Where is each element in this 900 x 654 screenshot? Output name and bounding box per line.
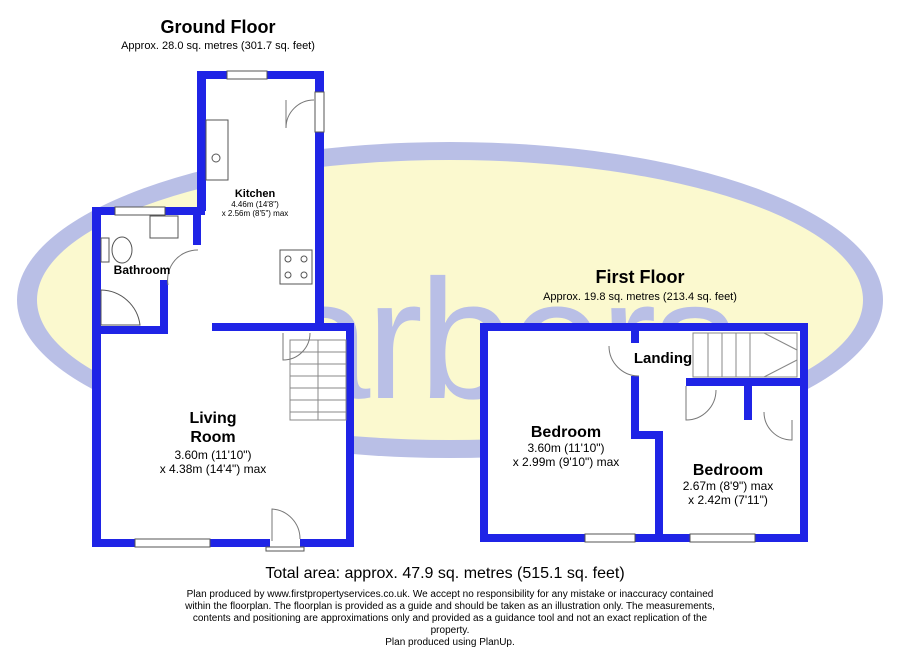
stair-door-swing bbox=[282, 332, 311, 361]
bedroom1-dim2: x 2.99m (9'10") max bbox=[513, 455, 620, 469]
kitchen-counter bbox=[205, 119, 229, 181]
disclaimer-line-2: within the floorplan. The floorplan is p… bbox=[184, 601, 715, 612]
living-room-dim2: x 4.38m (14'4") max bbox=[160, 462, 267, 476]
ground-floor-area: Approx. 28.0 sq. metres (301.7 sq. feet) bbox=[121, 40, 315, 52]
living-room-dim1: 3.60m (11'10") bbox=[174, 448, 251, 462]
bedroom2-dim1: 2.67m (8'9") max bbox=[683, 479, 774, 493]
front-door-swing bbox=[271, 508, 301, 541]
first-floor-walls bbox=[480, 323, 808, 542]
bedroom1-dim1: 3.60m (11'10") bbox=[527, 441, 604, 455]
living-room-label-2: Room bbox=[190, 429, 235, 446]
disclaimer-line-1: Plan produced by www.firstpropertyservic… bbox=[187, 589, 714, 600]
living-room-window bbox=[134, 538, 211, 548]
kitchen-door-swing bbox=[285, 99, 315, 129]
disclaimer-line-3: contents and positioning are approximati… bbox=[193, 613, 708, 624]
bedroom1-label: Bedroom bbox=[531, 424, 601, 441]
bathroom-door-swing bbox=[167, 249, 199, 286]
shower-icon bbox=[100, 289, 141, 326]
kitchen-side-window bbox=[314, 91, 325, 133]
bathroom-label: Bathroom bbox=[114, 263, 171, 277]
front-door-gap bbox=[270, 539, 300, 547]
disclaimer-line-4: property. bbox=[431, 625, 470, 636]
ground-floor-title: Ground Floor bbox=[161, 17, 276, 37]
bedroom2-label: Bedroom bbox=[693, 462, 763, 479]
living-room-label-1: Living bbox=[189, 410, 236, 427]
kitchen-dim1: 4.46m (14'8") bbox=[231, 200, 279, 209]
bedroom2-door-swing bbox=[685, 386, 717, 421]
first-floor-title: First Floor bbox=[596, 267, 685, 287]
first-stairs bbox=[692, 332, 798, 378]
kitchen-label: Kitchen bbox=[235, 188, 276, 200]
bedroom2-dim2: x 2.42m (7'11") bbox=[688, 493, 768, 507]
bedroom1-window bbox=[584, 533, 636, 543]
landing-label: Landing bbox=[634, 350, 692, 367]
bathroom-window bbox=[114, 206, 166, 216]
bedroom2-window bbox=[689, 533, 756, 543]
kitchen-window bbox=[226, 70, 268, 80]
toilet-icon bbox=[111, 236, 133, 264]
ground-floor: Ground Floor Approx. 28.0 sq. metres (30… bbox=[92, 17, 354, 552]
total-area: Total area: approx. 47.9 sq. metres (515… bbox=[265, 565, 624, 582]
disclaimer-line-5: Plan produced using PlanUp. bbox=[385, 637, 515, 648]
kitchen-dim2: x 2.56m (8'5") max bbox=[222, 209, 289, 218]
kitchen-sink-icon bbox=[211, 153, 221, 163]
cupboard-door-swing bbox=[763, 411, 793, 441]
first-floor-area: Approx. 19.8 sq. metres (213.4 sq. feet) bbox=[543, 291, 737, 303]
hob-icon bbox=[279, 249, 313, 285]
ground-stairs bbox=[289, 339, 347, 421]
bedroom1-door-swing bbox=[608, 345, 640, 377]
front-step bbox=[265, 546, 305, 552]
first-floor: First Floor Approx. 19.8 sq. metres (213… bbox=[480, 267, 808, 543]
basin-icon bbox=[149, 215, 179, 239]
